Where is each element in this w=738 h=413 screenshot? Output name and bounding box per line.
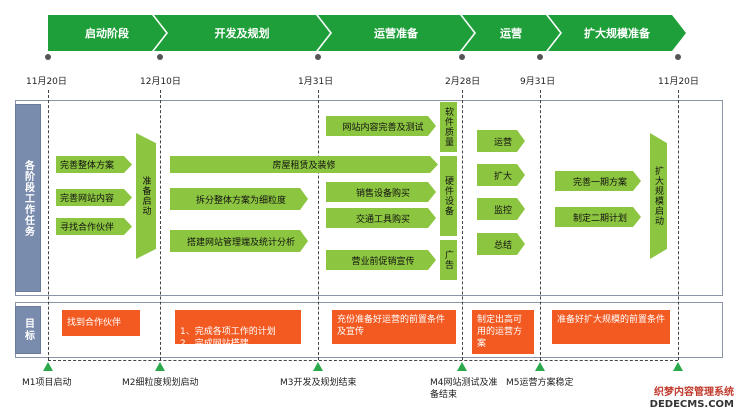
milestone-label: M2细粒度规划启动 [122,378,199,388]
goal-text: 制定出高可用的运营方案 [477,315,523,349]
date-label: 11月20日 [26,77,67,87]
phase-startup: 启动阶段 [48,15,166,51]
task-item: 完善整体方案 [56,156,132,173]
goal-text: 充份准备好运营的前置条件及宣传 [337,315,446,337]
milestone-marker [457,362,467,371]
milestone-marker [43,362,53,371]
divider-line [540,90,541,360]
milestone-marker [535,362,545,371]
goals-row-text: 目标 [22,318,34,342]
tasks-row-text: 各阶段工作任务 [22,159,34,237]
task-item: 总结 [477,233,525,255]
task-item: 制定二期计划 [555,207,641,227]
milestone-label: M3开发及规划结束 [280,378,357,388]
date-label: 1月31日 [298,77,334,87]
phase-expand: 扩大规模准备 [548,15,686,51]
watermark-line: DEDECMS.COM [649,399,734,410]
goal-box: 充份准备好运营的前置条件及宣传 [332,310,456,344]
goal-text: 1、完成各项工作的计划 2、完成网站搭建 [180,327,276,349]
goal-box: 1、完成各项工作的计划 2、完成网站搭建 [175,310,301,349]
goal-box: 准备好扩大规模的前置条件 [552,310,670,344]
date-label: 12月10日 [140,77,181,87]
goals-row-label: 目标 [15,306,41,354]
divider-line [318,90,319,360]
divider-line [678,90,679,360]
task-item: 营业前促销宣传 [326,250,436,270]
goal-text: 找到合作伙伴 [67,318,122,328]
task-vertical: 软件质量 [440,102,457,152]
milestone-marker [313,362,323,371]
task-item: 网站内容完善及测试 [326,116,436,136]
watermark: 织梦内容管理系统 DEDECMS.COM [650,387,734,411]
timeline-dot [45,54,51,60]
goal-box: 制定出高可用的运营方案 [472,310,534,354]
timeline-dot [459,54,465,60]
divider-line [462,90,463,360]
goal-text: 准备好扩大规模的前置条件 [557,315,666,325]
phase-label: 运营准备 [374,27,418,40]
phase-dev: 开发及规划 [154,15,330,51]
task-item: 销售设备购买 [326,182,436,202]
task-item: 交通工具购买 [326,208,436,228]
task-item: 搭建网站管理端及统计分析 [170,230,308,252]
timeline-dot [675,54,681,60]
phase-label: 启动阶段 [85,27,129,40]
task-item: 拆分整体方案为细粒度 [170,188,308,210]
task-vertical: 广告 [440,240,457,280]
phase-prep: 运营准备 [318,15,474,51]
task-vertical: 准备启动 [136,133,156,259]
divider-line [160,90,161,360]
phase-label: 开发及规划 [214,27,270,40]
phase-ops: 运营 [462,15,560,51]
goal-box: 找到合作伙伴 [62,310,140,336]
watermark-line: 织梦内容管理系统 [654,387,734,398]
task-item: 监控 [477,198,525,220]
milestone-label: M4网站测试及准备结束 [430,378,498,400]
task-item: 运营 [477,130,525,152]
milestone-line [48,360,678,361]
timeline-dot [157,54,163,60]
milestone-marker [673,362,683,371]
task-item: 寻找合作伙伴 [56,218,132,235]
task-vertical: 硬件设备 [440,156,457,236]
phase-label: 扩大规模准备 [584,27,650,40]
date-label: 9月31日 [520,77,556,87]
timeline-dot [315,54,321,60]
timeline-dot [537,54,543,60]
date-label: 11月20日 [658,77,699,87]
divider-line [48,90,49,360]
milestone-marker [155,362,165,371]
task-item: 完善一期方案 [555,171,641,191]
task-vertical: 扩大规模启动 [650,133,667,259]
task-item: 完善网站内容 [56,189,132,206]
milestone-label: M1项目启动 [22,378,72,388]
milestone-label: M5运营方案稳定 [506,378,574,388]
tasks-row-label: 各阶段工作任务 [15,104,41,292]
phase-label: 运营 [500,27,522,40]
date-label: 2月28日 [445,77,481,87]
task-item: 房屋租赁及装修 [170,156,438,173]
task-item: 扩大 [477,164,525,186]
